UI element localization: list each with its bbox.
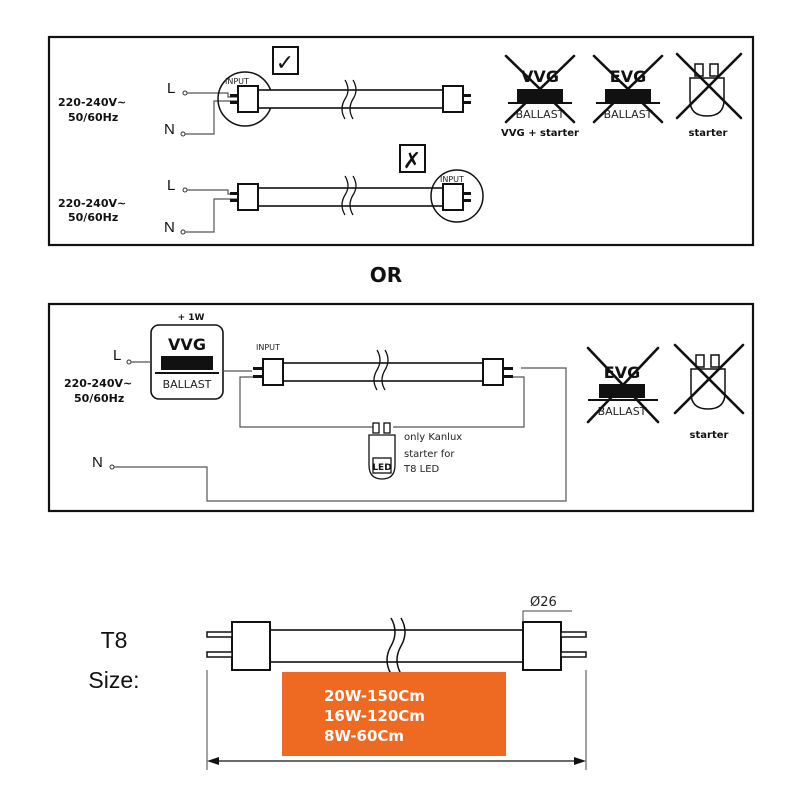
ballast-text: BALLAST <box>163 378 212 391</box>
starter-crossed: starter <box>675 52 743 139</box>
size-title: Size: <box>88 667 139 693</box>
starter-crossed: starter <box>673 343 745 441</box>
live-label: L <box>167 80 175 97</box>
neutral-label: N <box>164 219 175 236</box>
evg-ballast-crossed: EVG BALLAST <box>592 54 664 124</box>
voltage-label: 220-240V~ <box>58 96 126 109</box>
size-option: 8W-60Cm <box>324 727 404 745</box>
vvg-ballast: + 1W VVG BALLAST <box>150 313 224 400</box>
starter-note: starter for <box>404 449 455 460</box>
frequency-label: 50/60Hz <box>68 211 118 224</box>
ballast-text: BALLAST <box>516 108 565 121</box>
neutral-label: N <box>92 454 103 471</box>
input-label: INPUT <box>256 343 280 352</box>
starter-caption: starter <box>690 430 729 441</box>
led-label: LED <box>372 463 391 473</box>
evg-ballast-crossed: EVG BALLAST <box>586 346 660 424</box>
size-option: 20W-150Cm <box>324 687 425 705</box>
neutral-label: N <box>164 121 175 138</box>
diameter-label: Ø26 <box>530 595 557 610</box>
live-label: L <box>113 347 121 364</box>
check-icon: ✓ <box>276 51 294 76</box>
or-label: OR <box>370 263 402 287</box>
led-starter: LED <box>368 422 396 480</box>
starter-icon <box>695 354 705 368</box>
panel-direct-wiring <box>47 35 755 247</box>
size-title: T8 <box>101 627 128 653</box>
voltage-label: 220-240V~ <box>64 377 132 390</box>
frequency-label: 50/60Hz <box>74 392 124 405</box>
vvg-ballast-crossed: VVG BALLAST VVG + starter <box>501 54 579 139</box>
size-options-box <box>282 672 506 756</box>
size-option: 16W-120Cm <box>324 707 425 725</box>
vvg-text: VVG <box>168 335 206 354</box>
tube-correct-wiring: L N INPUT <box>164 71 471 138</box>
t8-tube-size <box>206 617 587 675</box>
wrong-mark: ✗ <box>399 144 426 174</box>
vvg-starter-caption: VVG + starter <box>501 128 579 139</box>
starter-caption: starter <box>689 128 728 139</box>
ballast-text: BALLAST <box>604 108 653 121</box>
voltage-label: 220-240V~ <box>58 197 126 210</box>
tube-ballast-wiring: INPUT <box>253 343 513 391</box>
live-label: L <box>167 177 175 194</box>
input-label: INPUT <box>440 175 464 184</box>
input-label: INPUT <box>225 77 249 86</box>
correct-mark: ✓ <box>272 46 299 76</box>
tube-wrong-wiring: L N INPUT <box>164 169 484 236</box>
frequency-label: 50/60Hz <box>68 111 118 124</box>
starter-note: T8 LED <box>403 464 440 475</box>
plus-power-label: + 1W <box>178 313 205 323</box>
cross-icon: ✗ <box>403 149 421 174</box>
starter-note: only Kanlux <box>404 432 462 443</box>
ballast-text: BALLAST <box>598 405 647 418</box>
